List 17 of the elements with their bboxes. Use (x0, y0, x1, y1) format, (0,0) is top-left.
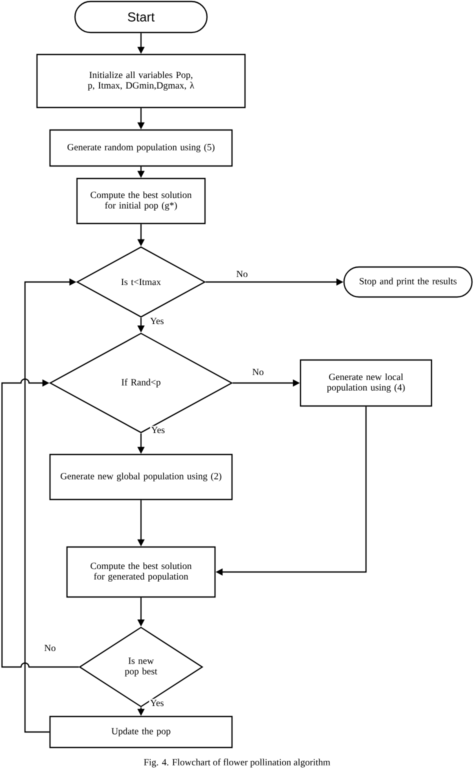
process-box: Generate new global population using (2) (49, 454, 233, 500)
caption: Fig. 4. Flowchart of flower pollination algorithm (144, 758, 330, 768)
edge-label: No (235, 270, 249, 278)
edge-label: No (43, 644, 57, 652)
process-box: Generate new local population using (4) (300, 359, 432, 407)
arrow (1, 378, 79, 668)
edge-label: Yes (150, 426, 166, 434)
process-box: Compute the best solution for initial pop (g*) (76, 178, 206, 224)
process-box: Generate random population using (5) (49, 129, 233, 167)
end-terminal: Stop and print the results (343, 266, 473, 298)
edge-label: No (251, 368, 265, 376)
process-box: Update the pop (49, 716, 233, 748)
start-terminal: Start (74, 0, 208, 34)
process-box: Initialize all variables Pop, p, Itmax, DGmin,Dgmax, λ (36, 54, 246, 108)
process-box: Compute the best solution for generated population (66, 546, 216, 598)
edge-label: Yes (149, 316, 165, 326)
edge-label: Yes (149, 698, 165, 708)
